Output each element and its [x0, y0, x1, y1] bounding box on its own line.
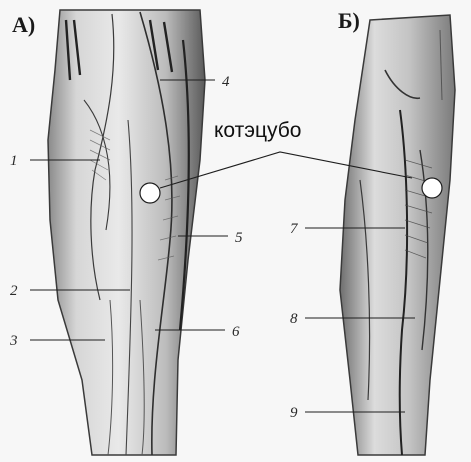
label-7: 7: [290, 221, 299, 237]
label-5: 5: [235, 230, 243, 246]
forearm-a: [48, 10, 205, 455]
label-9: 9: [290, 405, 298, 421]
panel-a-heading: А): [12, 12, 35, 37]
label-8: 8: [290, 311, 298, 327]
label-3: 3: [9, 333, 18, 349]
acupoint-label: котэцубо: [214, 119, 301, 142]
acupoint-marker-a: [140, 183, 160, 203]
label-4: 4: [222, 74, 230, 90]
panel-b-heading: Б): [338, 8, 360, 33]
acupoint-marker-b: [422, 178, 442, 198]
label-2: 2: [10, 283, 18, 299]
label-6: 6: [232, 324, 240, 340]
label-1: 1: [10, 153, 18, 169]
forearm-b: [340, 15, 455, 455]
